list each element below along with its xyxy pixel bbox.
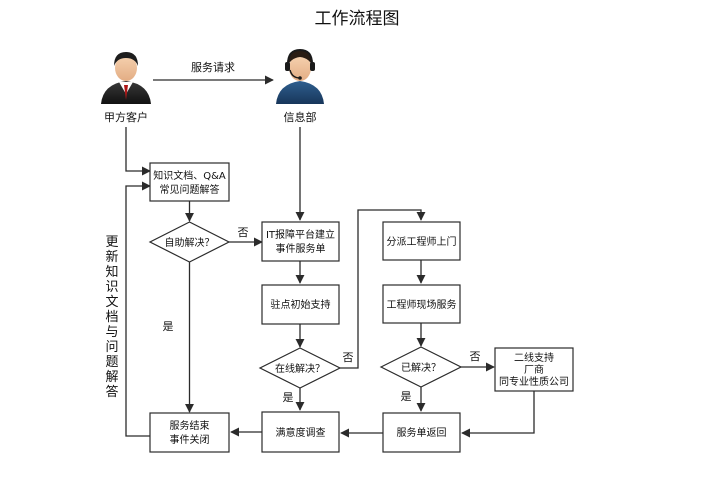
engineer-onsite-node: 工程师现场服务 xyxy=(382,284,461,324)
satisfaction-survey-label: 满意度调查 xyxy=(276,426,326,439)
side-note-char: 与 xyxy=(105,325,118,340)
service-end-line-1: 服务结束 xyxy=(170,419,210,432)
side-note-char: 更 xyxy=(105,235,118,250)
it-platform-line-2: 事件服务单 xyxy=(276,242,326,255)
engineer-onsite-label: 工程师现场服务 xyxy=(387,298,457,311)
side-note-char: 档 xyxy=(105,310,118,325)
side-note-char: 解 xyxy=(105,370,118,385)
dispatch-engineer-node: 分派工程师上门 xyxy=(382,221,461,261)
online-resolved-decision: 在线解决？ xyxy=(258,347,342,389)
update-docs-loop-connector xyxy=(125,181,151,437)
side-note-char: 新 xyxy=(105,249,118,265)
it-department-avatar-icon xyxy=(276,48,324,104)
it-platform-line-1: IT报障平台建立 xyxy=(266,228,335,241)
service-end-line-2: 事件关闭 xyxy=(170,433,210,446)
ticket-return-node: 服务单返回 xyxy=(382,412,461,453)
self-resolved-yes-label: 是 xyxy=(163,320,174,333)
online-resolved-yes-label: 是 xyxy=(283,391,294,404)
resolved-yes-label: 是 xyxy=(401,390,412,403)
resolved-label: 已解决？ xyxy=(401,361,441,374)
knowledge-docs-line-2: 常见问题解答 xyxy=(160,183,220,196)
second-line-to-return-connector xyxy=(461,391,535,438)
side-note-char: 答 xyxy=(105,384,118,400)
it-platform-node: IT报障平台建立 事件服务单 xyxy=(261,221,340,262)
online-resolved-no-label: 否 xyxy=(343,351,354,364)
client-to-docs-connector xyxy=(125,127,151,176)
online-resolved-label: 在线解决？ xyxy=(275,362,325,375)
side-note-char: 识 xyxy=(105,280,118,295)
second-line-line-1: 二线支持 xyxy=(514,351,554,364)
ticket-return-label: 服务单返回 xyxy=(397,426,447,439)
resolved-no-label: 否 xyxy=(470,350,481,363)
client-avatar-icon xyxy=(101,52,151,104)
dispatch-engineer-label: 分派工程师上门 xyxy=(387,235,457,248)
second-line-support-node: 二线支持 厂商 同专业性质公司 xyxy=(494,347,574,392)
actor-client-label: 甲方客户 xyxy=(104,110,148,124)
self-resolved-no-label: 否 xyxy=(238,226,249,239)
actor-it-department-label: 信息部 xyxy=(284,110,317,124)
online-resolved-no-connector xyxy=(340,209,426,369)
self-resolved-label: 自助解决？ xyxy=(165,236,215,249)
onsite-support-node: 驻点初始支持 xyxy=(261,284,340,325)
resolved-decision: 已解决？ xyxy=(379,346,463,388)
self-resolved-decision: 自助解决？ xyxy=(148,221,231,263)
service-request-label: 服务请求 xyxy=(191,61,235,74)
second-line-line-2: 厂商 xyxy=(524,363,544,376)
onsite-support-label: 驻点初始支持 xyxy=(271,298,331,311)
service-end-node: 服务结束 事件关闭 xyxy=(149,412,230,453)
side-note-char: 文 xyxy=(105,295,118,310)
update-docs-vertical-note: 更 新 知 识 文 档 与 问 题 解 答 xyxy=(105,235,118,400)
side-note-char: 问 xyxy=(105,340,118,355)
diagram-title: 工作流程图 xyxy=(315,9,400,29)
knowledge-docs-node: 知识文档、Q&A 常见问题解答 xyxy=(149,162,230,202)
side-note-char: 题 xyxy=(105,355,118,370)
satisfaction-survey-node: 满意度调查 xyxy=(261,411,340,453)
side-note-char: 知 xyxy=(105,264,118,280)
second-line-line-3: 同专业性质公司 xyxy=(499,375,569,388)
knowledge-docs-line-1: 知识文档、Q&A xyxy=(153,169,226,182)
